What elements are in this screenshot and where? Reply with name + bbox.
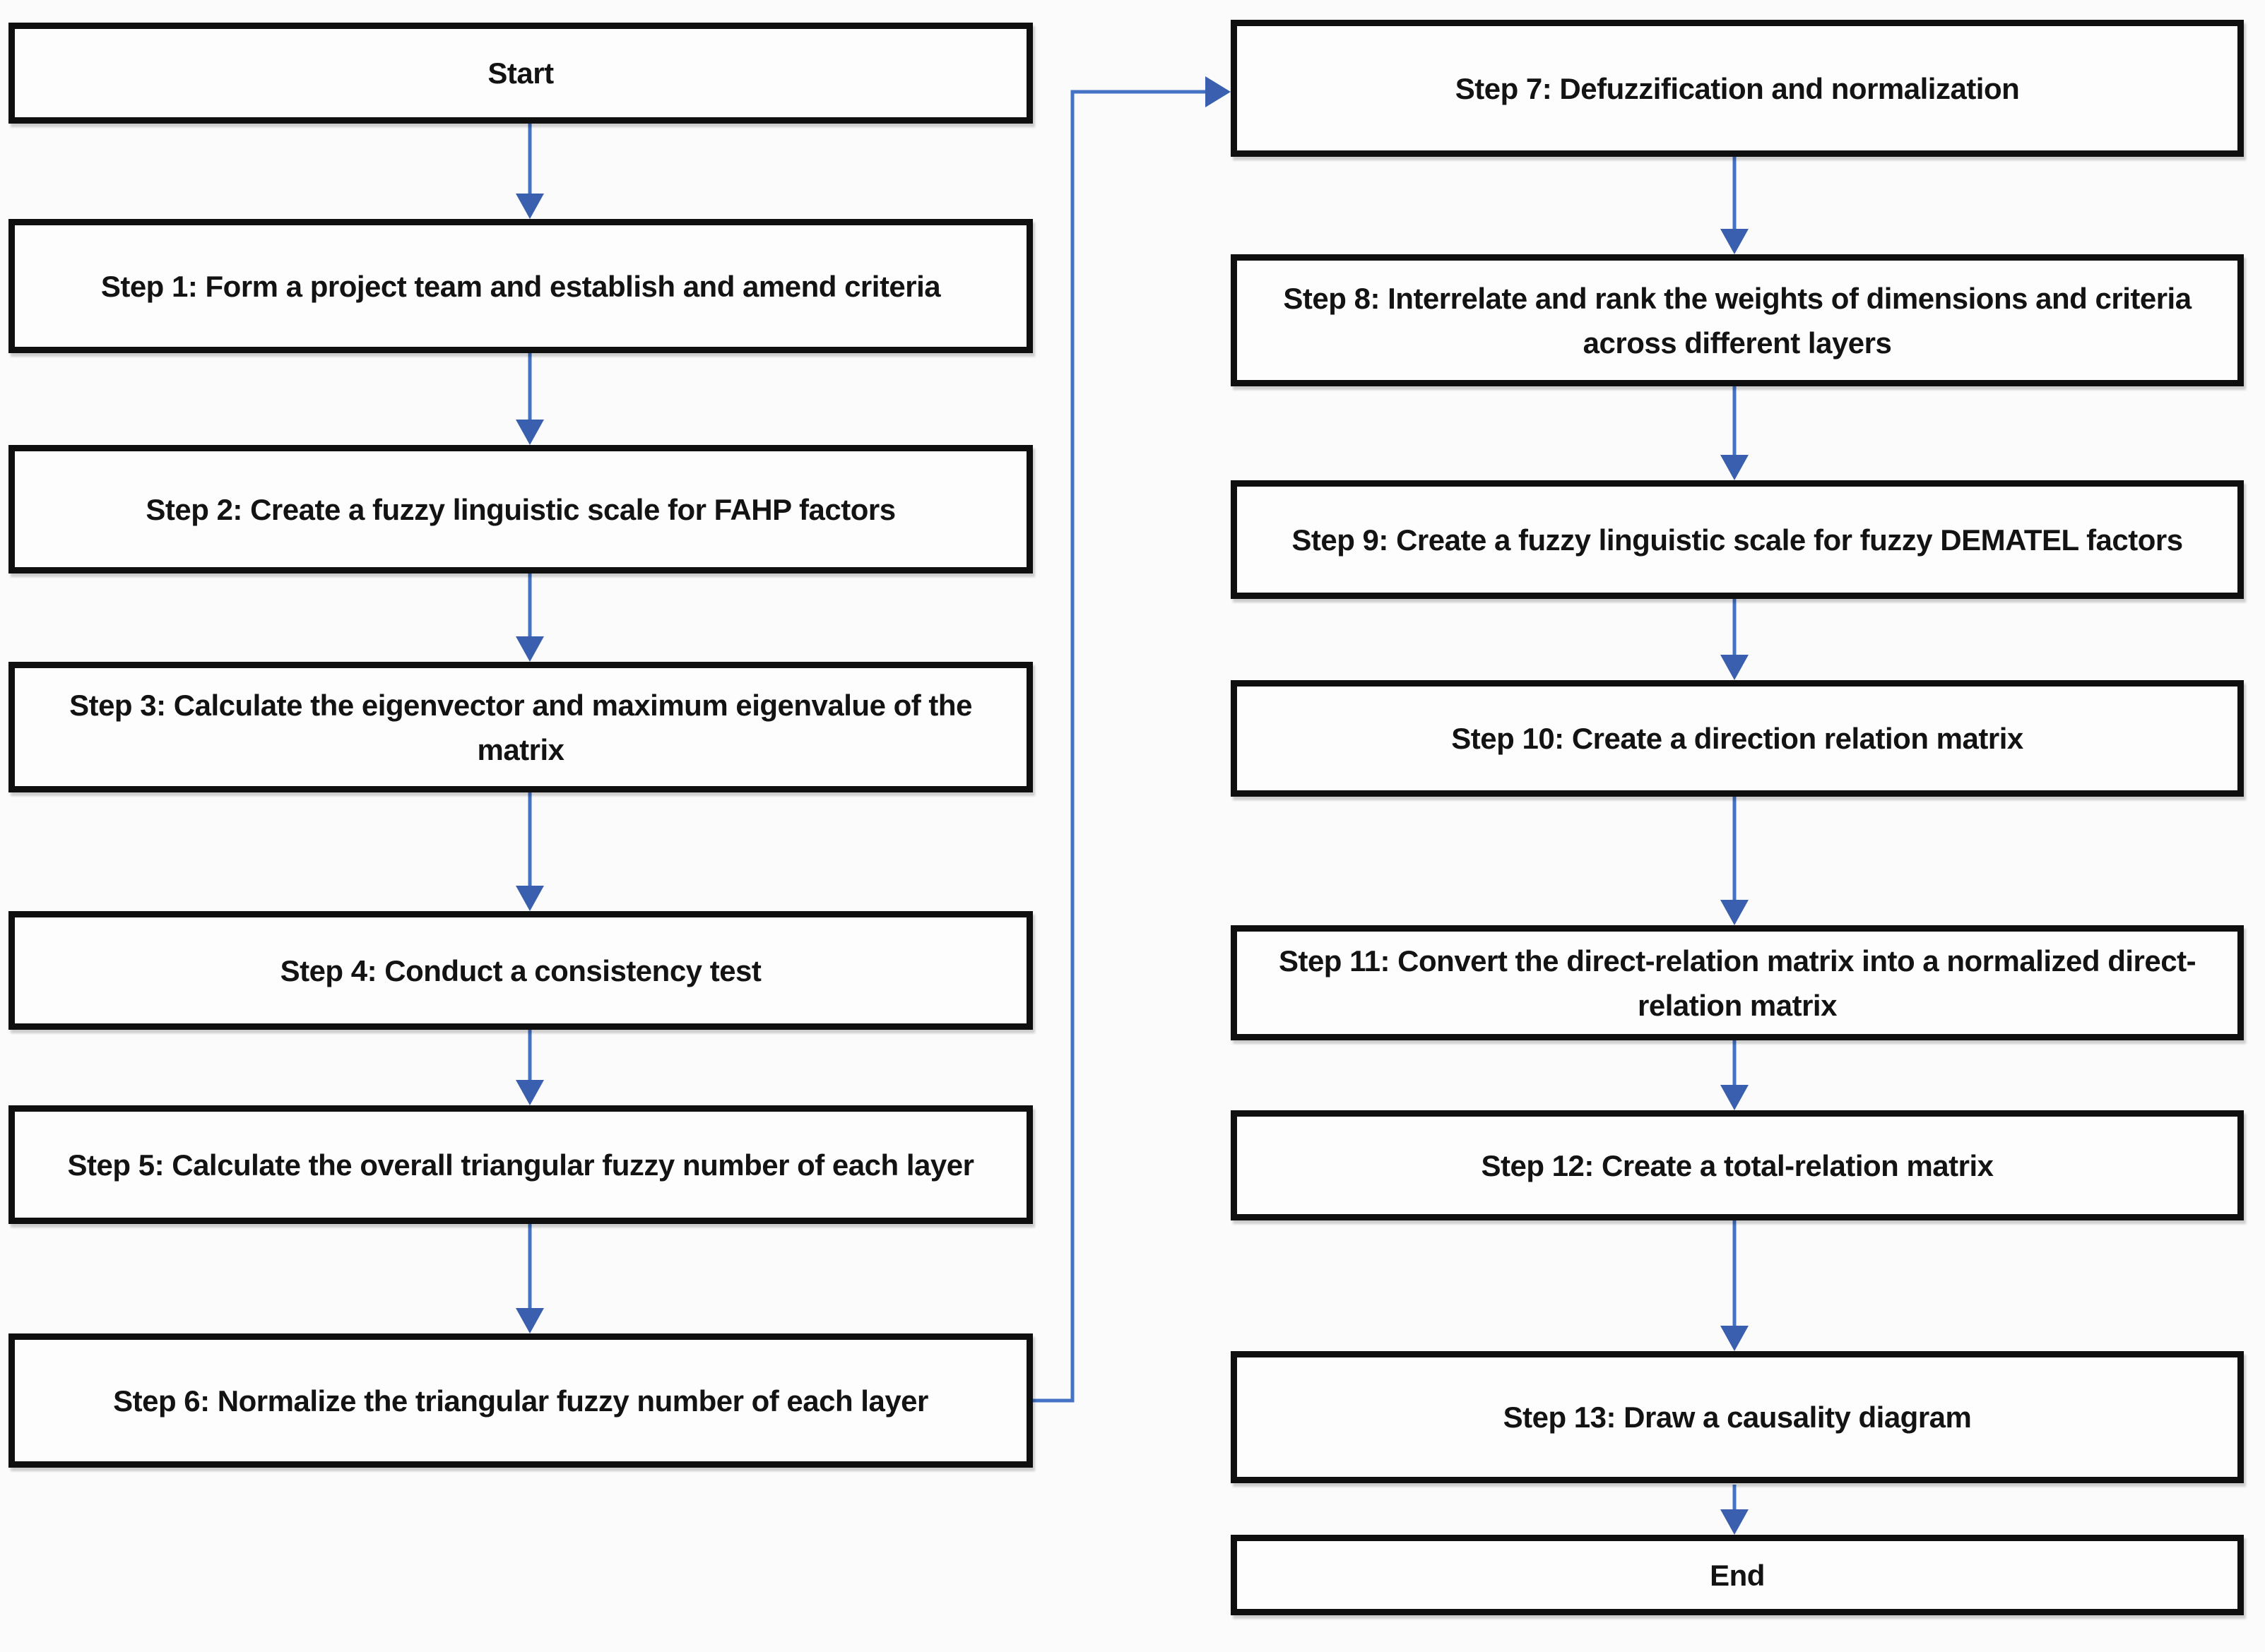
arrow-step12-step13 xyxy=(1720,1220,1749,1351)
arrow-start-step1 xyxy=(516,124,544,219)
arrow-step4-step5 xyxy=(516,1030,544,1105)
arrow-step3-step4 xyxy=(516,792,544,911)
node-step-5: Step 5: Calculate the overall triangular… xyxy=(8,1105,1033,1224)
arrow-step11-step12 xyxy=(1720,1040,1749,1110)
arrow-step13-end xyxy=(1720,1485,1749,1535)
node-step-12: Step 12: Create a total-relation matrix xyxy=(1231,1110,2244,1220)
node-step-3-label: Step 3: Calculate the eigenvector and ma… xyxy=(69,688,972,766)
node-step-1: Step 1: Form a project team and establis… xyxy=(8,219,1033,353)
arrow-step10-step11 xyxy=(1720,797,1749,925)
node-step-9-label: Step 9: Create a fuzzy linguistic scale … xyxy=(1291,523,2183,557)
node-step-4-label: Step 4: Conduct a consistency test xyxy=(280,953,762,987)
node-end: End xyxy=(1231,1535,2244,1615)
node-step-5-label: Step 5: Calculate the overall triangular… xyxy=(67,1148,974,1182)
arrow-step5-step6 xyxy=(516,1224,544,1333)
node-end-label: End xyxy=(1710,1558,1765,1592)
arrow-step2-step3 xyxy=(516,574,544,662)
node-step-13: Step 13: Draw a causality diagram xyxy=(1231,1351,2244,1483)
node-step-4: Step 4: Conduct a consistency test xyxy=(8,911,1033,1030)
node-start-label: Start xyxy=(487,57,554,90)
node-start: Start xyxy=(8,23,1033,124)
arrow-step8-step9 xyxy=(1720,386,1749,480)
node-step-8: Step 8: Interrelate and rank the weights… xyxy=(1231,254,2244,386)
node-step-12-label: Step 12: Create a total-relation matrix xyxy=(1481,1148,1994,1182)
node-step-9: Step 9: Create a fuzzy linguistic scale … xyxy=(1231,480,2244,599)
arrow-step9-step10 xyxy=(1720,599,1749,680)
node-step-10-label: Step 10: Create a direction relation mat… xyxy=(1451,722,2023,755)
arrow-step7-step8 xyxy=(1720,157,1749,254)
node-step-11-label: Step 11: Convert the direct-relation mat… xyxy=(1278,944,2196,1022)
node-step-3: Step 3: Calculate the eigenvector and ma… xyxy=(8,662,1033,792)
node-step-2-label: Step 2: Create a fuzzy linguistic scale … xyxy=(146,492,896,526)
node-step-8-label: Step 8: Interrelate and rank the weights… xyxy=(1283,281,2192,359)
node-step-6: Step 6: Normalize the triangular fuzzy n… xyxy=(8,1333,1033,1468)
node-step-1-label: Step 1: Form a project team and establis… xyxy=(100,269,941,303)
arrow-step1-step2 xyxy=(516,353,544,445)
node-step-13-label: Step 13: Draw a causality diagram xyxy=(1503,1401,1972,1434)
node-step-10: Step 10: Create a direction relation mat… xyxy=(1231,680,2244,797)
node-step-6-label: Step 6: Normalize the triangular fuzzy n… xyxy=(113,1384,928,1418)
node-step-7: Step 7: Defuzzification and normalizatio… xyxy=(1231,20,2244,157)
node-step-11: Step 11: Convert the direct-relation mat… xyxy=(1231,925,2244,1040)
arrow-step6-step7 xyxy=(1033,76,1231,1403)
node-step-2: Step 2: Create a fuzzy linguistic scale … xyxy=(8,445,1033,574)
node-step-7-label: Step 7: Defuzzification and normalizatio… xyxy=(1455,71,2020,105)
